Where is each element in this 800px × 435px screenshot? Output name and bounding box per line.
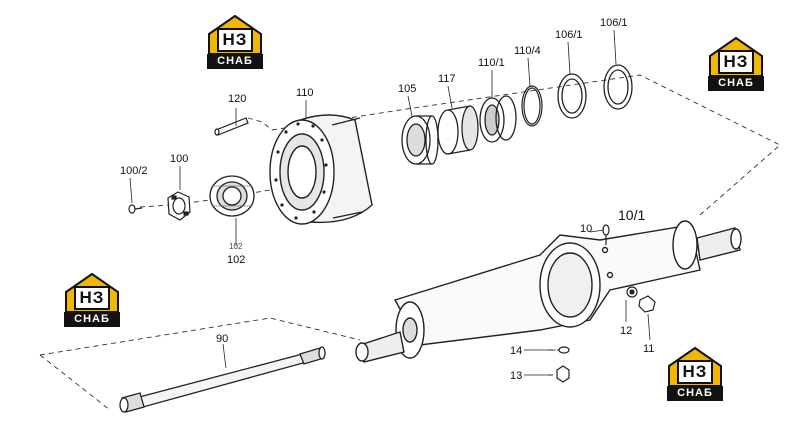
label-100-2: 100/2	[120, 165, 148, 177]
bearing-105	[401, 115, 439, 165]
ring-117	[437, 105, 479, 155]
axle-housing-10	[355, 220, 742, 363]
brand-logo-top: НЗ СНАБ	[205, 14, 265, 74]
label-106-1-a: 106/1	[555, 29, 583, 41]
label-105: 105	[398, 83, 416, 95]
bearing-102	[209, 175, 255, 217]
logo-mark: НЗ	[718, 50, 754, 74]
label-10-1: 10/1	[618, 207, 645, 223]
label-120: 120	[228, 93, 246, 105]
plug-13	[556, 365, 570, 383]
brand-logo-left: НЗ СНАБ	[62, 272, 122, 332]
washer-14	[558, 346, 570, 354]
logo-tag: СНАБ	[64, 312, 120, 327]
label-110-1: 110/1	[478, 57, 505, 69]
plug-12	[626, 286, 638, 298]
label-10: 10	[580, 223, 592, 235]
label-90: 90	[216, 333, 228, 345]
seal-110-1	[479, 95, 517, 143]
stud-120	[214, 117, 249, 136]
logo-tag: СНАБ	[708, 76, 764, 91]
oring-110-4	[521, 85, 543, 127]
label-11: 11	[643, 343, 654, 355]
label-13: 13	[510, 370, 522, 382]
leader-lines	[129, 29, 651, 376]
label-117: 117	[438, 73, 456, 85]
brand-logo-bottom: НЗ СНАБ	[665, 346, 725, 406]
ring-106-1-a	[557, 73, 587, 119]
bolt-100-2	[128, 204, 143, 214]
logo-mark: НЗ	[217, 28, 253, 52]
brand-logo-right: НЗ СНАБ	[706, 36, 766, 96]
logo-tag: СНАБ	[207, 54, 263, 69]
label-14: 14	[510, 345, 522, 357]
logo-tag: СНАБ	[667, 386, 723, 401]
label-110-4: 110/4	[514, 45, 541, 57]
hub-drum-110	[269, 114, 373, 225]
nut-100	[167, 191, 191, 221]
label-100: 100	[170, 153, 188, 165]
label-12: 12	[620, 325, 632, 337]
label-102: 102	[227, 254, 245, 266]
label-106-1-b: 106/1	[600, 17, 628, 29]
axle-shaft-90	[119, 346, 326, 413]
ring-106-1-b	[603, 64, 633, 110]
logo-mark: НЗ	[74, 286, 110, 310]
logo-mark: НЗ	[677, 360, 713, 384]
label-102-small: 102	[229, 242, 243, 251]
breather-10-1	[602, 224, 610, 245]
nut-11	[638, 295, 656, 313]
label-110: 110	[296, 87, 314, 99]
